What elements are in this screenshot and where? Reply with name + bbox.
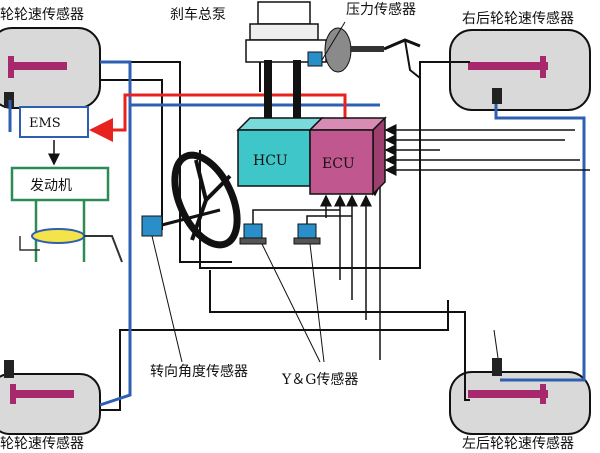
ecu-input-arrows <box>320 124 590 360</box>
engine-box <box>10 166 123 263</box>
wheel-front-left <box>0 27 101 109</box>
wheel-rear-left <box>449 358 591 435</box>
ems-box <box>19 106 89 166</box>
hydraulic-line <box>89 93 347 142</box>
ecu-block <box>308 116 387 196</box>
rear-sensor-leads <box>493 329 499 359</box>
label-ecu: ECU <box>322 156 355 172</box>
label-wheel-rear-right: 右后轮轮速传感器 <box>462 10 574 27</box>
yg-sensors <box>239 209 352 363</box>
signal-lines <box>8 60 586 407</box>
label-yg-sensor: Y＆G传感器 <box>281 371 358 388</box>
label-steering-angle-sensor: 转向角度传感器 <box>150 363 248 380</box>
steering-wheel <box>157 151 241 249</box>
label-engine: 发动机 <box>30 178 72 194</box>
label-master-cylinder: 刹车总泵 <box>170 6 226 23</box>
wheel-rear-right <box>449 29 591 111</box>
label-ems: EMS <box>29 116 61 131</box>
label-pressure-sensor: 压力传感器 <box>346 1 416 18</box>
hcu-block <box>236 117 324 187</box>
pressure-sensor <box>307 21 346 67</box>
steering-angle-sensor <box>141 215 183 363</box>
master-cylinder <box>245 1 421 130</box>
label-wheel-rear-left: 左后轮轮速传感器 <box>462 435 574 452</box>
label-wheel-front-left-bottom: 轮轮速传感器 <box>0 435 84 452</box>
label-wheel-front-left-top: 轮轮速传感器 <box>0 6 84 23</box>
wheel-front-left-bottom <box>0 360 101 435</box>
label-hcu: HCU <box>253 153 288 169</box>
